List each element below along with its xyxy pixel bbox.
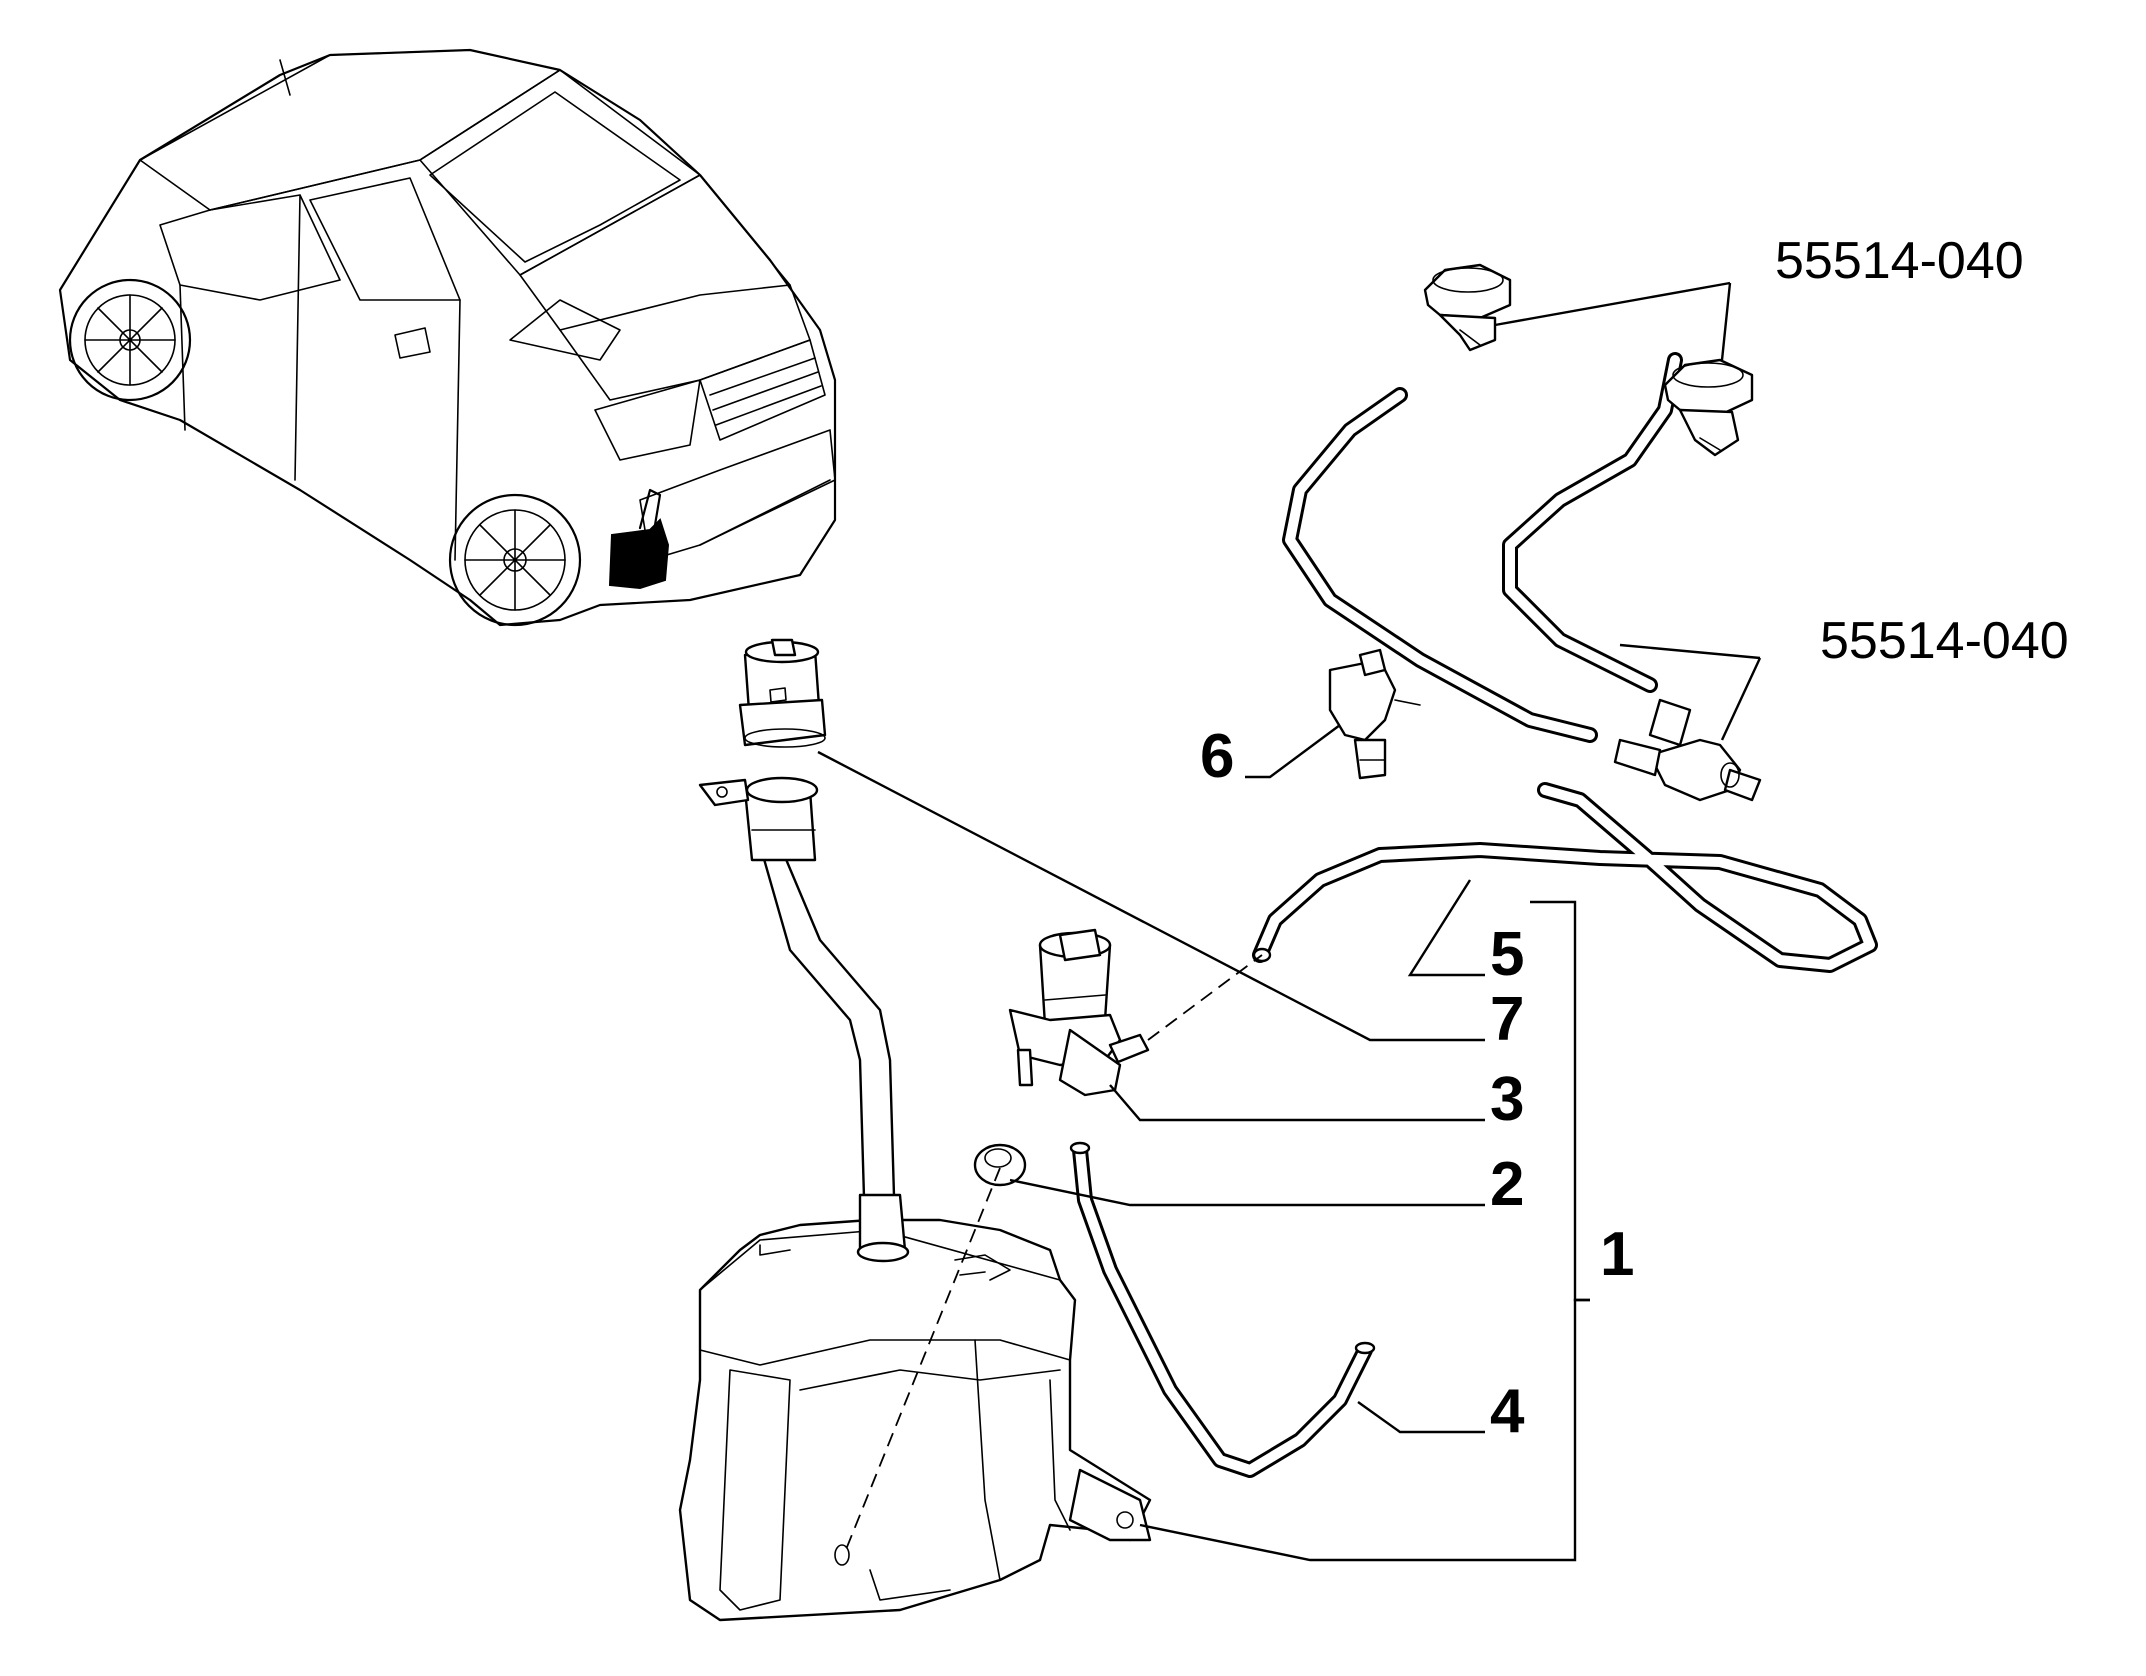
washer-reservoir-icon <box>678 1218 1152 1622</box>
hose-connector-icon <box>1613 698 1762 802</box>
callout-7: 7 <box>1490 985 1524 1054</box>
hose-icon <box>1069 1141 1376 1478</box>
part-number-hoses: 55514-040 <box>1820 612 2069 670</box>
grommet-icon <box>973 1143 1027 1187</box>
part-number-nozzles: 55514-040 <box>1775 232 2024 290</box>
washer-pump-icon <box>1008 928 1150 1097</box>
hose-icon <box>1282 352 1683 743</box>
car-icon <box>58 48 837 627</box>
callout-2: 2 <box>1490 1150 1524 1219</box>
spray-nozzle-icon <box>1663 358 1754 457</box>
filler-neck-icon <box>698 776 910 1263</box>
callout-5: 5 <box>1490 920 1524 989</box>
clip-icon <box>1328 648 1421 780</box>
hose-icon <box>1252 782 1878 973</box>
washer-reservoir-location <box>608 518 670 590</box>
spray-nozzle-icon <box>1423 263 1512 352</box>
filler-cap-icon <box>738 638 827 748</box>
callout-6: 6 <box>1200 722 1234 791</box>
callout-3: 3 <box>1490 1065 1524 1134</box>
callout-4: 4 <box>1490 1377 1525 1446</box>
callout-1: 1 <box>1600 1220 1634 1289</box>
